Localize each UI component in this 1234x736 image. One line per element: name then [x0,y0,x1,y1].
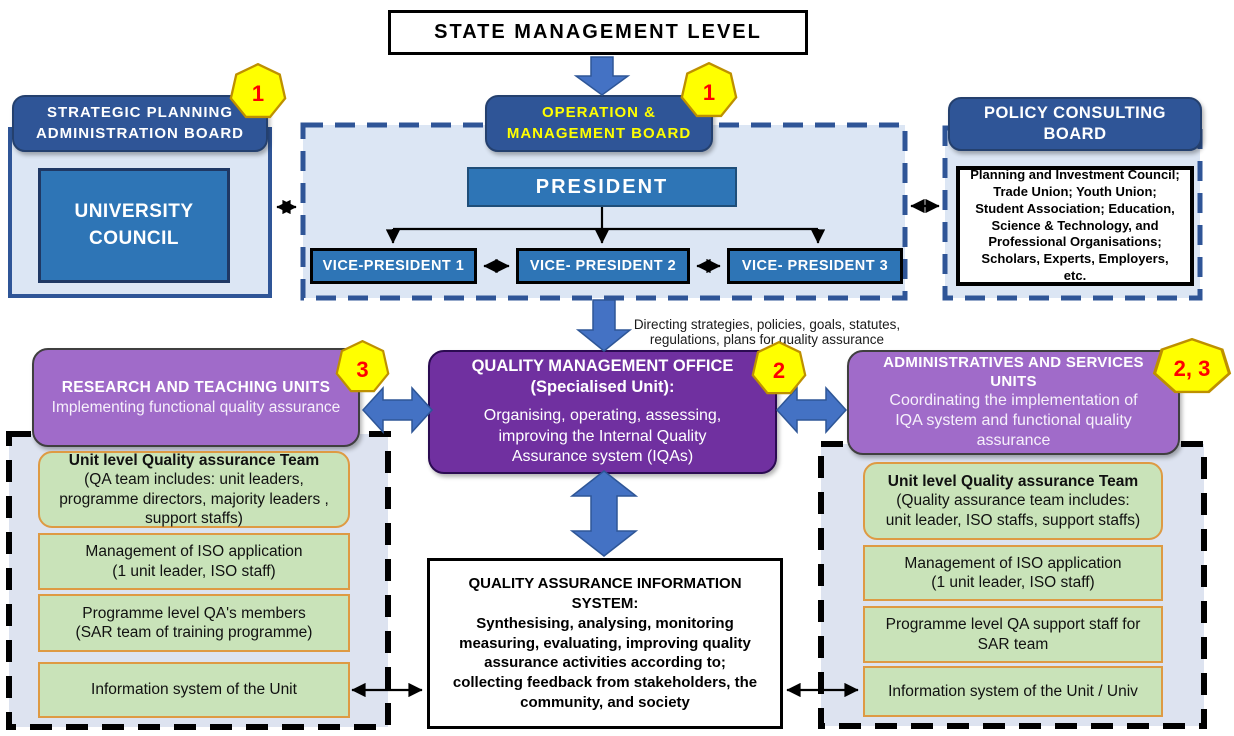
president-label: PRESIDENT [535,175,669,198]
research-item-programme-qa-body: Programme level QA's members (SAR team o… [75,604,313,641]
admin-units-box: ADMINISTRATIVES AND SERVICES UNITS Coord… [847,350,1180,455]
vice-president-1-label: VICE-PRESIDENT 1 [322,258,465,274]
vice-president-3-label: VICE- PRESIDENT 3 [741,258,889,274]
arrow-state-to-operation [573,56,631,96]
research-item-info-system: Information system of the Unit [38,662,350,718]
directing-note-text: Directing strategies, policies, goals, s… [633,317,901,347]
research-units-box: RESEARCH AND TEACHING UNITS Implementing… [32,348,360,447]
research-item-iso: Management of ISO application (1 unit le… [38,533,350,590]
directing-note: Directing strategies, policies, goals, s… [617,302,917,347]
admin-item-sar-support: Programme level QA support staff for SAR… [863,606,1163,663]
policy-board-header: POLICY CONSULTING BOARD [948,97,1202,151]
badge-research-units-number: 3 [356,356,369,382]
state-management-label: STATE MANAGEMENT LEVEL [434,21,762,43]
heptagon-icon [229,63,287,119]
policy-members-text: Planning and Investment Council; Trade U… [970,166,1180,284]
badge-admin-units-number: 2, 3 [1173,356,1211,381]
badge-admin-units: 2, 3 [1152,338,1232,396]
badge-strategic-board: 1 [229,63,287,121]
research-units-title: RESEARCH AND TEACHING UNITS [61,378,331,396]
research-item-qa-team: Unit level Quality assurance Team (QA te… [38,451,350,528]
vice-president-3-box: VICE- PRESIDENT 3 [727,248,903,284]
qmo-title: QUALITY MANAGEMENT OFFICE (Specialised U… [471,356,734,397]
qmo-body: Organising, operating, assessing, improv… [483,406,722,466]
research-item-qa-team-title: Unit level Quality assurance Team [68,452,320,470]
university-council-label: UNIVERSITY COUNCIL [74,200,194,249]
research-item-iso-body: Management of ISO application (1 unit le… [85,543,303,580]
admin-units-subtitle: Coordinating the implementation of IQA s… [889,392,1138,450]
research-item-info-system-body: Information system of the Unit [91,681,297,699]
badge-research-units: 3 [335,340,390,395]
admin-item-qa-team-title: Unit level Quality assurance Team [887,473,1139,491]
admin-units-title: ADMINISTRATIVES AND SERVICES UNITS [883,353,1144,390]
state-management-box: STATE MANAGEMENT LEVEL [388,10,808,55]
admin-item-iso-body: Management of ISO application (1 unit le… [904,554,1122,591]
admin-item-qa-team-body: (Quality assurance team includes: unit l… [885,492,1141,529]
admin-item-sar-support-body: Programme level QA support staff for SAR… [885,616,1141,653]
badge-qmo: 2 [751,341,807,397]
admin-item-qa-team: Unit level Quality assurance Team (Quali… [863,462,1163,540]
research-item-programme-qa: Programme level QA's members (SAR team o… [38,594,350,652]
admin-item-iso: Management of ISO application (1 unit le… [863,545,1163,601]
operation-board-header-label: OPERATION & MANAGEMENT BOARD [506,104,692,142]
research-units-subtitle: Implementing functional quality assuranc… [51,398,341,416]
vice-president-1-box: VICE-PRESIDENT 1 [310,248,477,284]
badge-strategic-board-number: 1 [251,81,265,106]
policy-board-header-label: POLICY CONSULTING BOARD [983,103,1167,143]
admin-item-info-system: Information system of the Unit / Univ [863,666,1163,717]
strategic-board-header-label: STRATEGIC PLANNING ADMINISTRATION BOARD [35,104,245,142]
operation-board-header: OPERATION & MANAGEMENT BOARD [485,95,713,152]
admin-item-info-system-body: Information system of the Unit / Univ [888,682,1138,700]
strategic-board-header: STRATEGIC PLANNING ADMINISTRATION BOARD [12,95,268,152]
university-council-box: UNIVERSITY COUNCIL [38,168,230,283]
president-box: PRESIDENT [467,167,737,207]
vice-president-2-box: VICE- PRESIDENT 2 [516,248,690,284]
badge-operation-board-number: 1 [702,80,716,105]
qais-title: QUALITY ASSURANCE INFORMATION SYSTEM: [468,575,742,612]
badge-operation-board: 1 [680,62,738,120]
policy-members-box: Planning and Investment Council; Trade U… [956,166,1194,286]
heptagon-icon [680,62,738,118]
qais-body: Synthesising, analysing, monitoring meas… [452,614,758,711]
arrow-qmo-qais-double [569,470,639,557]
vice-president-2-label: VICE- PRESIDENT 2 [529,258,677,274]
badge-qmo-number: 2 [772,358,786,383]
research-item-qa-team-body: (QA team includes: unit leaders, program… [59,471,329,527]
quality-management-office-box: QUALITY MANAGEMENT OFFICE (Specialised U… [428,350,777,474]
heptagon-icon [1152,338,1232,394]
qa-information-system-box: QUALITY ASSURANCE INFORMATION SYSTEM: Sy… [427,558,783,729]
